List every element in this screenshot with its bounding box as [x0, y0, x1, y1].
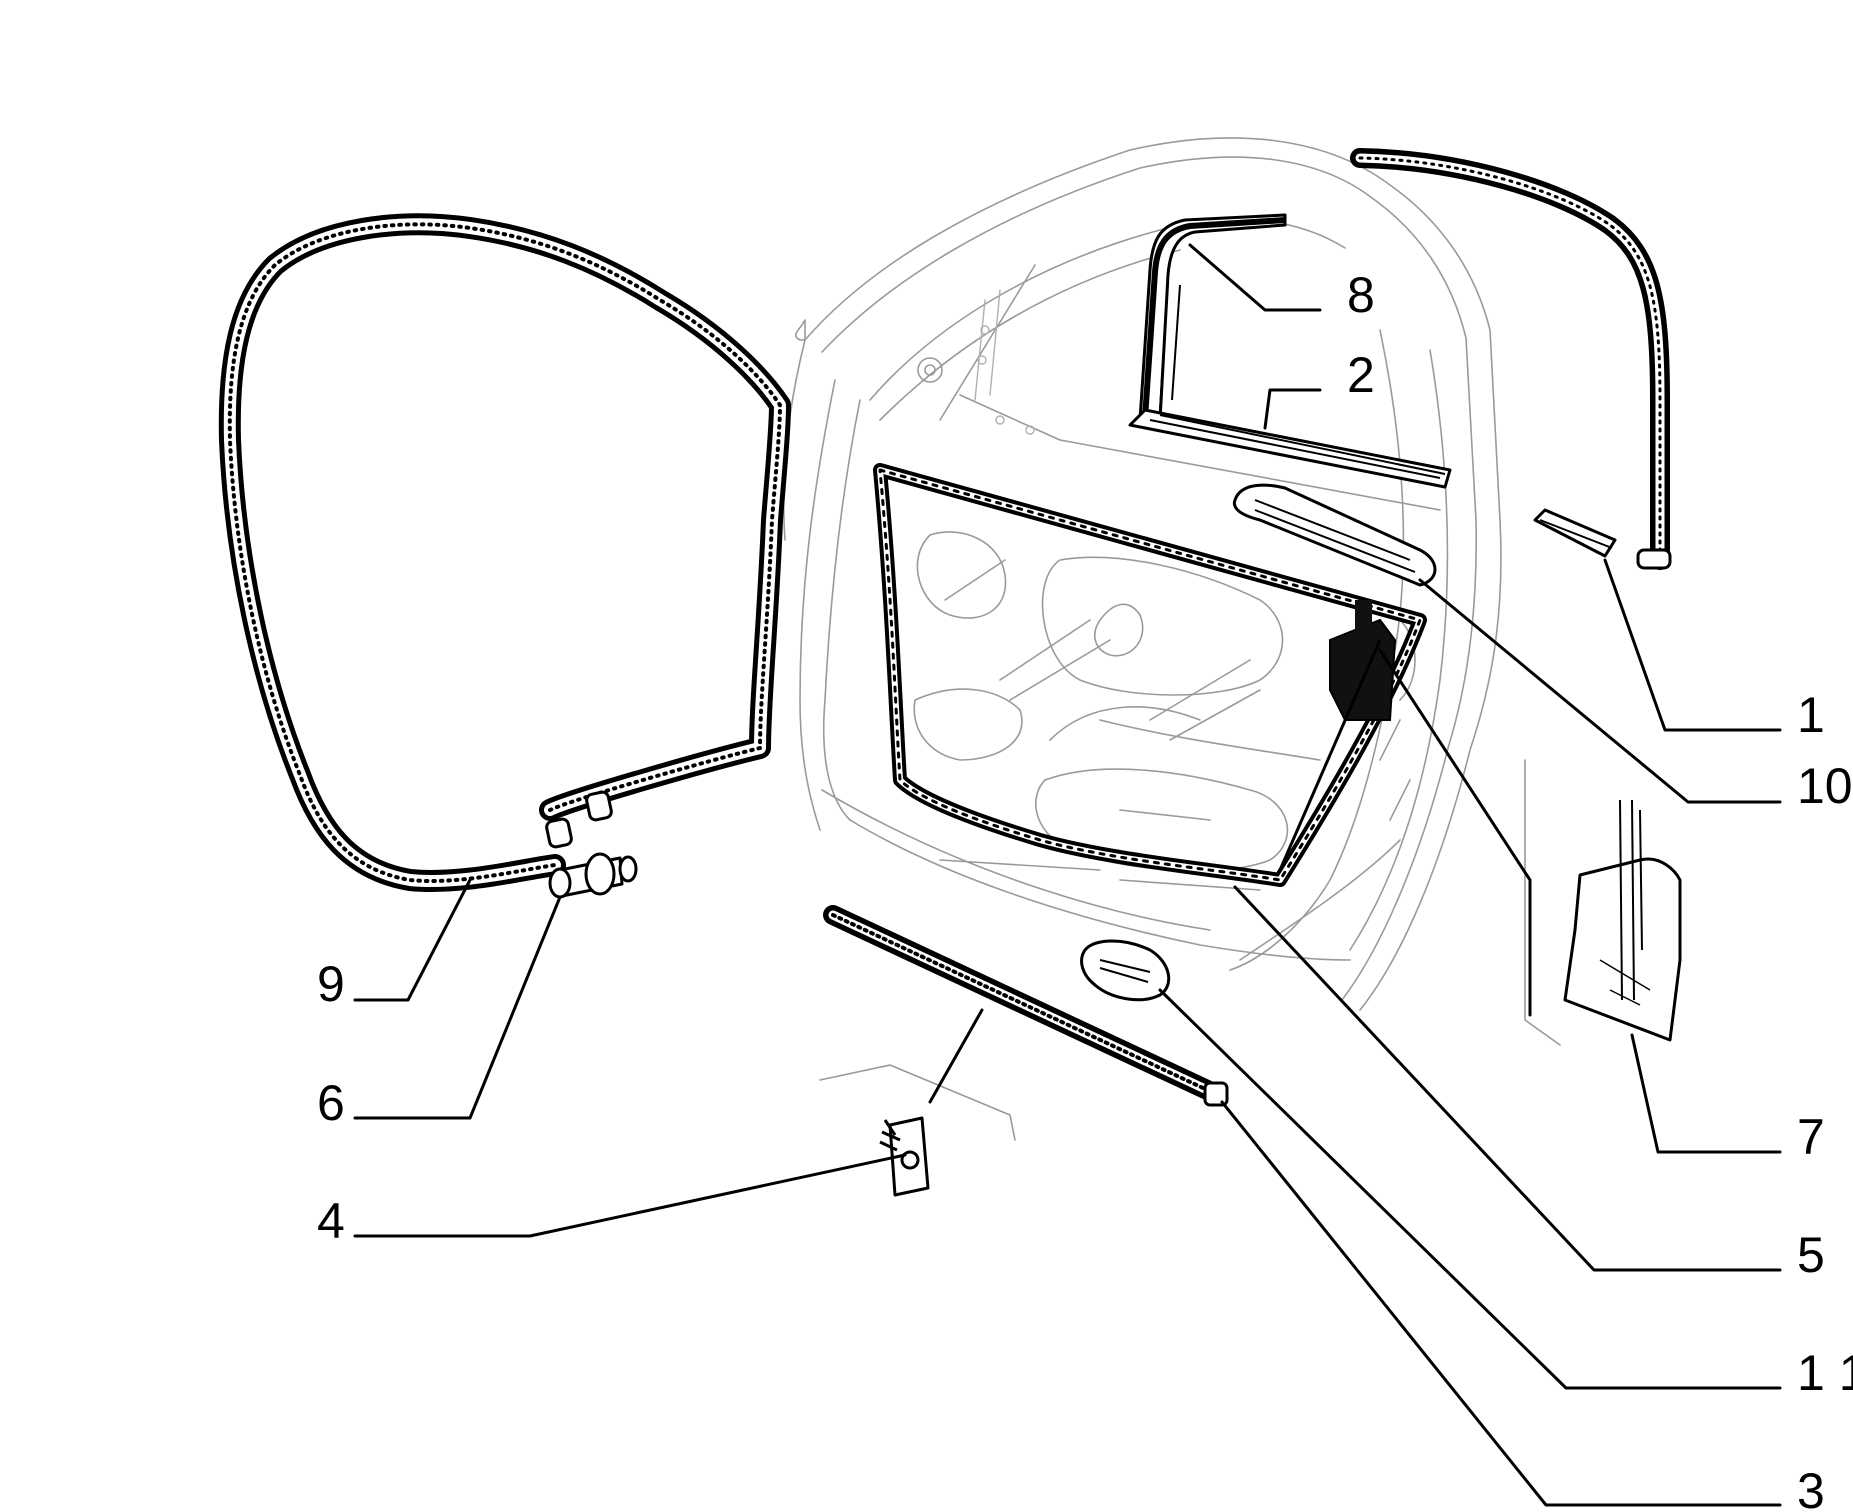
watershield-sheet — [1524, 759, 1682, 1046]
callout-2: 2 — [1347, 347, 1375, 403]
door-aperture-seal — [218, 213, 791, 892]
handle-cup — [1232, 483, 1437, 587]
leader-11 — [1158, 988, 1782, 1390]
leader-8 — [1188, 243, 1322, 312]
leader-4 — [353, 1153, 907, 1238]
leader-lines — [353, 243, 1782, 1507]
leader-9 — [353, 878, 472, 1002]
inner-belt-weatherstrip — [1128, 408, 1452, 489]
leader-3 — [1220, 1100, 1782, 1507]
callout-3: 3 — [1797, 1463, 1825, 1512]
callout-6: 6 — [317, 1075, 345, 1131]
callout-9: 9 — [317, 956, 345, 1012]
callout-4: 4 — [317, 1193, 345, 1249]
outer-belt-weatherstrip — [1533, 508, 1617, 558]
leader-5b — [1378, 648, 1532, 1017]
bumper-pin — [548, 852, 638, 899]
leader-5 — [1233, 885, 1782, 1272]
sill-guide-lines — [819, 1064, 1016, 1141]
callout-7: 7 — [1797, 1109, 1825, 1165]
leader-2 — [1263, 388, 1322, 430]
leader-6 — [353, 895, 562, 1120]
hinge-seal — [1278, 600, 1397, 871]
callout-1: 1 — [1797, 687, 1825, 743]
callout-labels: 8 2 1 10 9 6 7 4 5 1 1 3 — [317, 267, 1853, 1512]
inner-panel-seal — [873, 463, 1427, 887]
drain-plug — [1080, 939, 1171, 1002]
leader-3b — [928, 1008, 984, 1104]
leader-7 — [1630, 1033, 1782, 1154]
leader-10 — [1418, 578, 1782, 804]
retaining-clip — [879, 1116, 930, 1197]
callout-10: 10 — [1797, 758, 1853, 814]
callout-5: 5 — [1797, 1227, 1825, 1283]
callout-8: 8 — [1347, 267, 1375, 323]
callout-11: 1 1 — [1797, 1345, 1853, 1401]
leader-1 — [1603, 558, 1782, 732]
outer-top-seal — [1350, 148, 1672, 570]
window-channel-vertical — [1138, 213, 1287, 422]
lower-sill-seal — [823, 905, 1229, 1107]
